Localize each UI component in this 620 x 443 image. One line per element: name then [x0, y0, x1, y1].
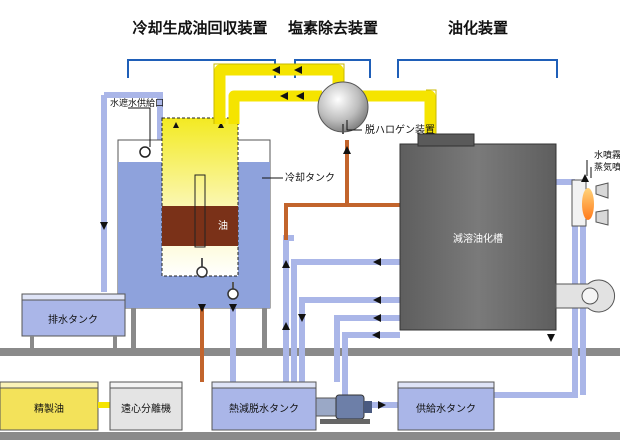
vapor-pipe-outlines — [213, 63, 437, 144]
header-dechlorination: 塩素除去装置 — [288, 19, 378, 37]
drain-tank: 排水タンク — [21, 293, 126, 348]
water-supply-tank: 供給水タンク — [397, 381, 495, 431]
refined-oil-tank: 精製油 — [0, 381, 99, 431]
water-inlet-gauge — [139, 146, 151, 158]
cooling-tank: 油 — [117, 117, 271, 309]
dehalogen-label: 脱ハロゲン装置 — [365, 123, 435, 136]
cooling-tank-inner — [161, 117, 239, 277]
oil-label: 油 — [218, 219, 228, 232]
drain-tank-label: 排水タンク — [48, 313, 98, 326]
lower-floor — [0, 432, 620, 440]
pump-motor — [315, 394, 372, 424]
oil-layer — [162, 206, 238, 246]
dehalogen-device — [317, 81, 369, 134]
water-spray-label: 水噴霧 — [594, 149, 620, 161]
tank-valves — [196, 258, 239, 300]
water-supply-tank-label: 供給水タンク — [416, 402, 476, 415]
upper-floor — [0, 348, 620, 356]
heat-dewater-label: 熱減脱水タンク — [229, 402, 299, 415]
heat-dewater-tank: 熱減脱水タンク — [211, 381, 317, 431]
header-oilification: 油化装置 — [448, 19, 508, 37]
oil-level-gauge — [194, 174, 206, 248]
callout-lines — [128, 107, 592, 179]
water-supply-inlet-label: 水遮水供給口 — [110, 97, 164, 109]
centrifuge: 遠心分離機 — [98, 381, 183, 431]
reduction-furnace: 減溶油化槽 — [399, 133, 557, 331]
reduction-tank-label: 減溶油化槽 — [453, 232, 503, 245]
cooling-tank-legs — [131, 308, 267, 348]
refined-oil-label: 精製油 — [34, 402, 64, 415]
flow-arrows — [100, 66, 589, 409]
cooling-tank-label: 冷却タンク — [285, 171, 335, 184]
centrifuge-label: 遠心分離機 — [121, 402, 171, 415]
steam-spray-label: 蒸気噴霧 — [594, 161, 620, 173]
blower — [555, 279, 616, 313]
header-cooling-recovery: 冷却生成油回収装置 — [132, 19, 267, 37]
spray-assembly — [571, 179, 609, 227]
